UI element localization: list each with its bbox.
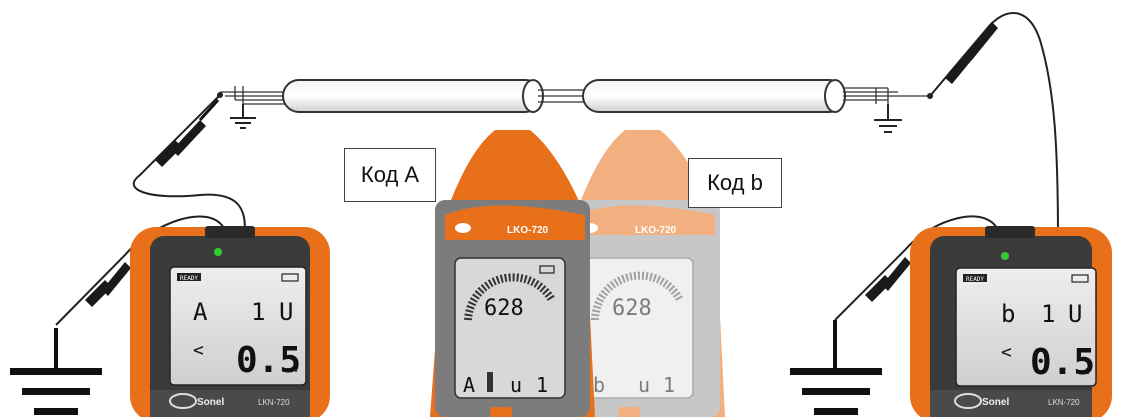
- test-leads: [55, 12, 1059, 326]
- transmitter-left: READY A 1 U < 0.5 v Sonel LKN-720: [130, 226, 330, 417]
- voltage-unit: v: [1085, 366, 1091, 377]
- code-letter: b: [593, 373, 605, 397]
- lcd-screen: [169, 266, 307, 386]
- sonel-logo: [455, 223, 471, 233]
- brand-label: Sonel: [982, 397, 1009, 408]
- signal-bar: [487, 372, 493, 392]
- ground-icon: [874, 104, 902, 133]
- signal-letter: u: [638, 373, 650, 397]
- lcd-screen: [955, 267, 1097, 387]
- earth-ground-icon: [10, 328, 102, 415]
- voltage-value: 0.5: [236, 340, 301, 381]
- compare-sign: <: [1001, 342, 1012, 363]
- probe-icon: [85, 262, 131, 307]
- code-b-label: Код b: [688, 158, 782, 208]
- power-led: [1001, 252, 1009, 260]
- model-label: LKO-720: [635, 225, 677, 236]
- cable-wires-right-end: [843, 87, 930, 104]
- mode-letter: A: [193, 298, 208, 326]
- probe-icon: [945, 22, 998, 84]
- transmitter-right: READY b 1 U < 0.5 v Sonel LKN-720: [910, 226, 1112, 417]
- cable-segment-right: [582, 79, 846, 113]
- model-label: LKN-720: [1048, 398, 1080, 407]
- channel-number: 1: [251, 298, 265, 326]
- receiver-a: LKO-720 628 A u 1: [430, 130, 595, 417]
- probe-icon: [155, 98, 220, 167]
- battery-icon: [281, 273, 299, 282]
- model-label: LKO-720: [507, 225, 549, 236]
- channel-number: 1: [536, 373, 548, 397]
- brand-label: Sonel: [197, 397, 224, 408]
- cable: [217, 79, 933, 113]
- compare-sign: <: [193, 340, 204, 361]
- reading-value: 628: [484, 296, 524, 321]
- battery-icon: [1071, 274, 1089, 283]
- voltage-value: 0.5: [1030, 342, 1095, 383]
- unit-top: U: [1068, 300, 1082, 328]
- signal-letter: u: [510, 373, 522, 397]
- mode-letter: b: [1001, 300, 1015, 328]
- battery-icon: [539, 265, 555, 274]
- receiver-b: LKO-720 628 b u 1: [560, 130, 725, 417]
- channel-number: 1: [663, 373, 675, 397]
- sonel-logo: [954, 393, 982, 409]
- reading-value: 628: [612, 296, 652, 321]
- probe-icon: [865, 257, 911, 302]
- channel-number: 1: [1041, 300, 1055, 328]
- sonel-logo: [169, 393, 197, 409]
- earth-ground-icon: [790, 320, 882, 415]
- cable-wires-left-end: [220, 86, 285, 105]
- unit-top: U: [279, 298, 293, 326]
- code-letter: A: [463, 373, 475, 397]
- cable-splice: [538, 89, 585, 103]
- ground-icon: [230, 104, 256, 129]
- cable-segment-left: [282, 79, 544, 113]
- voltage-unit: v: [293, 364, 299, 375]
- model-label: LKN-720: [258, 398, 290, 407]
- status-text: READY: [180, 275, 198, 282]
- power-led: [214, 248, 222, 256]
- status-text: READY: [966, 276, 984, 283]
- code-a-label: Код A: [344, 148, 436, 202]
